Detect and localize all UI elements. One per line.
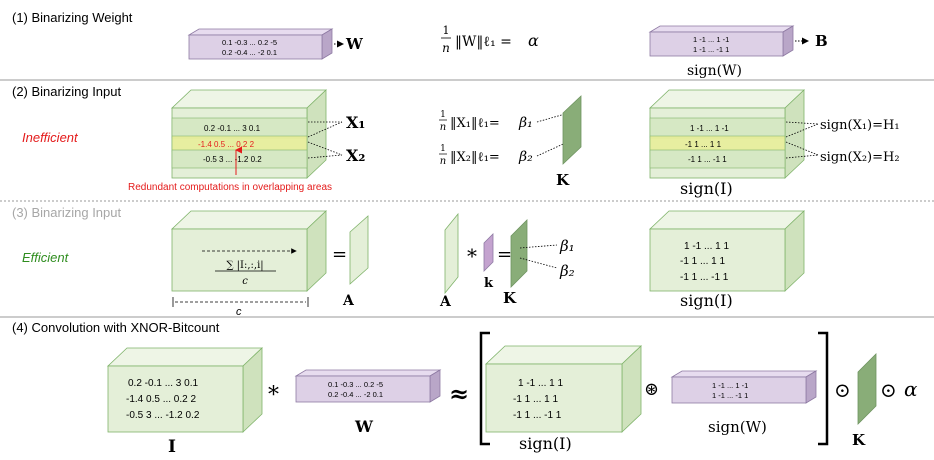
bin-weight-s4-row-2: 1 -1 ... -1 1 bbox=[712, 391, 748, 400]
s4-grid-row-1: 0.2 -0.1 ... 3 0.1 bbox=[128, 378, 198, 389]
section-2-title: (2) Binarizing Input bbox=[12, 84, 121, 99]
equals-s3-2: = bbox=[497, 244, 512, 265]
weight-tensor-w: 0.1 -0.3 ... 0.2 -5 0.2 -0.4 ... -2 0.1 bbox=[187, 28, 334, 60]
weight-tensor-w-s4: 0.1 -0.3 ... 0.2 -5 0.2 -0.4 ... -2 0.1 bbox=[294, 369, 442, 403]
sign-input-tensor-s3: 1 -1 ... 1 1 -1 1 ... 1 1 -1 1 ... -1 1 bbox=[648, 210, 806, 292]
input-tensor-s3 bbox=[170, 210, 328, 292]
section-4-title: (4) Convolution with XNOR-Bitcount bbox=[12, 320, 220, 335]
symbol-i-s4: I bbox=[168, 437, 176, 457]
label-sign-i-s2: sign(I) bbox=[680, 179, 733, 198]
symbol-k-s3: K bbox=[503, 289, 517, 307]
symbol-beta1-s3: β₁ bbox=[559, 237, 575, 255]
binary-weight-tensor: 1 -1 ... 1 -1 1 -1 ... -1 1 bbox=[648, 25, 795, 57]
label-sign-x1: sign(X₁)=H₁ bbox=[820, 118, 900, 133]
sign-s2-row-3: -1 1 ... -1 1 bbox=[688, 155, 727, 164]
symbol-beta2: β₂ bbox=[518, 149, 533, 165]
bin-weight-row-1: 1 -1 ... 1 -1 bbox=[693, 35, 729, 44]
sign-s2-row-1: 1 -1 ... 1 -1 bbox=[690, 124, 729, 133]
beta-formulas: 1 n ‖X₁‖ℓ₁= β₁ 1 n ‖X₂‖ℓ₁= β₂ bbox=[439, 110, 533, 167]
label-sign-i-s3: sign(I) bbox=[680, 291, 733, 310]
symbol-x1: X₁ bbox=[346, 113, 365, 132]
sum-formula-den: c bbox=[242, 276, 248, 287]
label-inefficient: Inefficient bbox=[22, 130, 79, 145]
symbol-w: W bbox=[345, 35, 364, 53]
redundant-note: Redundant computations in overlapping ar… bbox=[128, 182, 332, 193]
oast-operator: ⊛ bbox=[644, 379, 659, 400]
label-efficient: Efficient bbox=[22, 250, 70, 265]
sign-s4-row-2: -1 1 ... 1 1 bbox=[513, 394, 558, 405]
s2-grid-row-3: -0.5 3 ... -1.2 0.2 bbox=[203, 155, 262, 164]
section-1-title: (1) Binarizing Weight bbox=[12, 10, 133, 25]
symbol-k-s4: K bbox=[852, 431, 866, 449]
beta1-formula-lhs: ‖X₁‖ℓ₁= bbox=[450, 116, 500, 131]
input-tensor-s2: 0.2 -0.1 ... 3 0.1 -1.4 0.5 ... 0.2 2 -0… bbox=[170, 89, 328, 179]
connectors-x bbox=[307, 121, 343, 159]
input-tensor-s4: 0.2 -0.1 ... 3 0.1 -1.4 0.5 ... 0.2 2 -0… bbox=[106, 347, 264, 433]
odot-2: ⊙ bbox=[880, 378, 897, 402]
beta2-frac-den: n bbox=[440, 156, 446, 167]
s2-grid-row-2: -1.4 0.5 ... 0.2 2 bbox=[198, 140, 255, 149]
beta2-formula-lhs: ‖X₂‖ℓ₁= bbox=[450, 150, 500, 165]
plate-k-small bbox=[483, 233, 494, 272]
symbol-beta1: β₁ bbox=[518, 115, 533, 131]
symbol-x2: X₂ bbox=[346, 146, 365, 165]
odot-1: ⊙ bbox=[834, 378, 851, 402]
connectors-beta-s3 bbox=[519, 244, 558, 269]
symbol-b: B bbox=[815, 32, 828, 50]
weight-row-2: 0.2 -0.4 ... -2 0.1 bbox=[222, 48, 277, 57]
binary-weight-tensor-s4: 1 -1 ... 1 -1 1 -1 ... -1 1 bbox=[670, 370, 818, 404]
weight-s4-row-2: 0.2 -0.4 ... -2 0.1 bbox=[328, 390, 383, 399]
label-sign-w-s4: sign(W) bbox=[708, 418, 767, 436]
bin-weight-row-2: 1 -1 ... -1 1 bbox=[693, 45, 729, 54]
sum-formula-num: ∑ |I:,:,i| bbox=[226, 260, 263, 271]
sign-s3-row-1: 1 -1 ... 1 1 bbox=[684, 241, 729, 252]
sign-s4-row-1: 1 -1 ... 1 1 bbox=[518, 378, 563, 389]
plate-a-1 bbox=[349, 215, 369, 285]
kernel-plate-s2 bbox=[562, 95, 582, 165]
weight-s4-row-1: 0.1 -0.3 ... 0.2 -5 bbox=[328, 380, 383, 389]
s4-grid-row-3: -0.5 3 ... -1.2 0.2 bbox=[126, 410, 200, 421]
symbol-alpha-s4: α bbox=[904, 377, 918, 401]
beta1-frac-num: 1 bbox=[440, 110, 446, 120]
bracket-left bbox=[479, 331, 490, 446]
weight-row-1: 0.1 -0.3 ... 0.2 -5 bbox=[222, 38, 277, 47]
plate-a-2 bbox=[444, 212, 459, 295]
sign-input-tensor-s4: 1 -1 ... 1 1 -1 1 ... 1 1 -1 1 ... -1 1 bbox=[484, 345, 643, 433]
section-3-title: (3) Binarizing Input bbox=[12, 205, 121, 220]
approx-sign: ≈ bbox=[449, 379, 469, 408]
symbol-w-s4: W bbox=[354, 417, 374, 436]
alpha-formula: 1 n ‖W‖ℓ₁ = α bbox=[441, 24, 539, 55]
sign-s2-row-2: -1 1 ... 1 1 bbox=[685, 140, 722, 149]
bracket-right bbox=[818, 331, 829, 446]
equals-s3: = bbox=[332, 244, 347, 265]
sign-s3-row-3: -1 1 ... -1 1 bbox=[680, 272, 729, 283]
kernel-plate-s3 bbox=[510, 219, 528, 288]
symbol-alpha: α bbox=[528, 31, 539, 50]
sign-s3-row-2: -1 1 ... 1 1 bbox=[680, 256, 725, 267]
asterisk-s3: * bbox=[467, 244, 477, 268]
symbol-k-s2: K bbox=[556, 171, 570, 189]
beta2-frac-num: 1 bbox=[440, 144, 446, 154]
sign-s4-row-3: -1 1 ... -1 1 bbox=[513, 410, 562, 421]
bin-weight-s4-row-1: 1 -1 ... 1 -1 bbox=[712, 381, 748, 390]
label-sign-i-s4: sign(I) bbox=[519, 434, 572, 453]
sign-input-tensor-s2: 1 -1 ... 1 -1 -1 1 ... 1 1 -1 1 ... -1 1 bbox=[648, 89, 806, 179]
symbol-k-small: k bbox=[484, 276, 494, 291]
label-sign-w-1: sign(W) bbox=[687, 63, 742, 79]
alpha-formula-lhs: ‖W‖ℓ₁ = bbox=[455, 34, 512, 50]
symbol-a-1: A bbox=[342, 293, 355, 309]
symbol-a-2: A bbox=[439, 294, 452, 310]
s4-grid-row-2: -1.4 0.5 ... 0.2 2 bbox=[126, 394, 196, 405]
beta1-frac-den: n bbox=[440, 122, 446, 133]
kernel-plate-s4 bbox=[857, 353, 877, 425]
connectors-h bbox=[785, 121, 819, 159]
symbol-beta2-s3: β₂ bbox=[559, 262, 575, 280]
symbol-c: c bbox=[236, 306, 242, 318]
s2-grid-row-1: 0.2 -0.1 ... 3 0.1 bbox=[204, 124, 261, 133]
label-sign-x2: sign(X₂)=H₂ bbox=[820, 150, 900, 165]
asterisk-s4: * bbox=[268, 383, 279, 408]
alpha-frac-num: 1 bbox=[443, 24, 450, 37]
alpha-frac-den: n bbox=[442, 41, 450, 55]
